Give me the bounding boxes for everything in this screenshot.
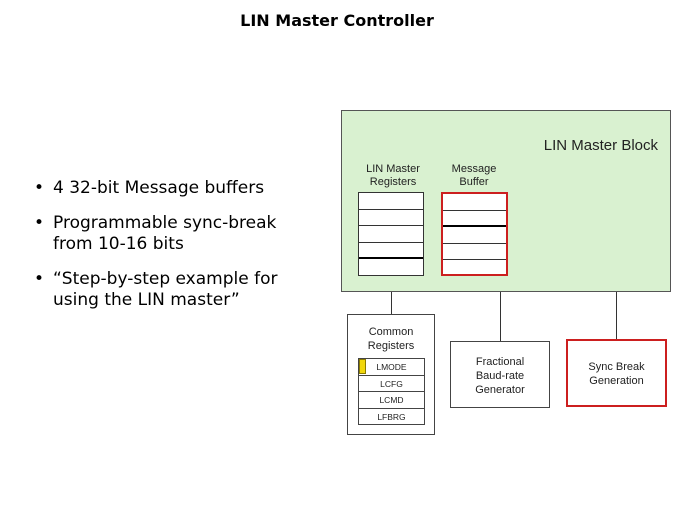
lin-master-registers-label: LIN Master Registers — [358, 163, 428, 189]
register-row-lcmd: LCMD — [359, 392, 424, 409]
label-line: Sync Break — [588, 361, 645, 373]
lin-master-block-label: LIN Master Block — [543, 137, 658, 154]
bullet-text: “Step-by-step example for — [53, 269, 278, 289]
common-registers-table: LMODE LCFG LCMD LFBRG — [358, 358, 425, 425]
message-buffer-label: Message Buffer — [442, 163, 506, 189]
register-slot — [359, 226, 423, 243]
bullet-icon: • — [34, 213, 45, 233]
bullet-text: using the LIN master” — [53, 290, 240, 310]
register-name: LFBRG — [377, 411, 406, 422]
label-line: Registers — [369, 176, 417, 188]
bullet-item: • Programmable sync-break from 10-16 bit… — [30, 213, 330, 255]
baud-rate-generator-label: Fractional Baud-rate Generator — [451, 355, 549, 397]
register-slot — [359, 210, 423, 226]
common-registers-block: Common Registers LMODE LCFG LCMD LFBRG — [347, 314, 435, 435]
bullet-item: • “Step-by-step example for using the LI… — [30, 269, 330, 311]
label-line: Common — [368, 326, 414, 338]
register-slot — [359, 193, 423, 210]
slide-title: LIN Master Controller — [240, 11, 434, 30]
bullet-list: • 4 32-bit Message buffers • Programmabl… — [30, 178, 330, 325]
label-line: Fractional — [475, 356, 525, 368]
connector-line — [391, 292, 392, 314]
bullet-text: Programmable sync-break — [53, 213, 277, 233]
common-registers-label: Common Registers — [348, 325, 434, 353]
register-slot — [359, 259, 423, 276]
baud-rate-generator-block: Fractional Baud-rate Generator — [450, 341, 550, 408]
label-line: Generator — [475, 384, 525, 396]
message-buffer-stack — [441, 192, 508, 276]
label-line: Registers — [367, 340, 415, 352]
label-line: Generation — [589, 375, 644, 387]
label-line: Message — [451, 163, 497, 175]
buffer-slot — [443, 227, 506, 244]
highlight-marker — [359, 359, 366, 374]
register-name: LCFG — [380, 378, 403, 389]
register-row-lmode: LMODE — [359, 359, 424, 376]
register-slot — [359, 243, 423, 259]
label-line: Buffer — [459, 176, 489, 188]
register-row-lcfg: LCFG — [359, 376, 424, 392]
buffer-slot — [443, 244, 506, 260]
bullet-icon: • — [34, 269, 45, 289]
connector-line — [500, 292, 501, 341]
connector-line — [616, 292, 617, 339]
bullet-text: from 10-16 bits — [53, 234, 184, 254]
register-row-lfbrg: LFBRG — [359, 409, 424, 426]
bullet-item: • 4 32-bit Message buffers — [30, 178, 330, 199]
register-name: LCMD — [379, 395, 404, 405]
register-name: LMODE — [376, 362, 407, 372]
bullet-text: 4 32-bit Message buffers — [53, 178, 265, 198]
buffer-slot — [443, 260, 506, 277]
label-line: Baud-rate — [475, 370, 525, 382]
bullet-icon: • — [34, 178, 45, 198]
sync-break-generation-label: Sync Break Generation — [568, 360, 665, 388]
sync-break-generation-block: Sync Break Generation — [566, 339, 667, 407]
lin-master-registers-stack — [358, 192, 424, 276]
buffer-slot — [443, 211, 506, 227]
label-line: LIN Master — [366, 163, 420, 175]
buffer-slot — [443, 194, 506, 211]
